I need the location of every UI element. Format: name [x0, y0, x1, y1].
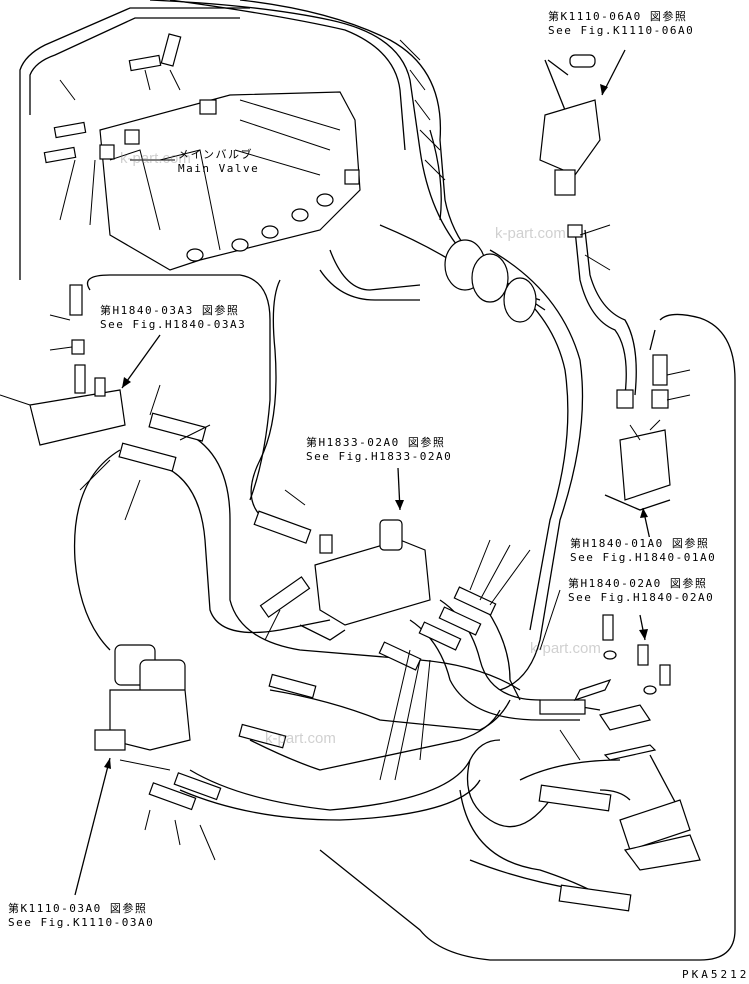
ref-en: See Fig.H1833-02A0: [306, 450, 453, 463]
ref-jp: 第K1110-03A0 図参照: [8, 902, 148, 915]
ref-jp: 第H1840-01A0 図参照: [570, 537, 710, 550]
main-valve-label: メインバルブ Main Valve: [178, 148, 259, 176]
watermark: k-part.com: [530, 640, 601, 657]
drawing-number: PKA5212: [682, 968, 749, 982]
ref-label-h1840-03a3: 第H1840-03A3 図参照 See Fig.H1840-03A3: [100, 304, 247, 332]
watermark: k-part.com: [265, 730, 336, 747]
watermark: k-part.com: [495, 225, 566, 242]
main-valve-en: Main Valve: [178, 162, 260, 175]
bracket-parts: [538, 614, 701, 912]
ref-en: See Fig.H1840-01A0: [570, 551, 717, 564]
right-valve: [604, 354, 691, 511]
ref-en: See Fig.H1840-03A3: [100, 318, 247, 331]
center-valve: [253, 489, 431, 641]
ref-label-k1110-06a0: 第K1110-06A0 図参照 See Fig.K1110-06A0: [548, 10, 695, 38]
hose-routing: [19, 0, 736, 961]
ref-label-h1833-02a0: 第H1833-02A0 図参照 See Fig.H1833-02A0: [306, 436, 453, 464]
ref-en: See Fig.H1840-02A0: [568, 591, 715, 604]
pilot-lever: [539, 54, 611, 271]
ref-label-k1110-03a0: 第K1110-03A0 図参照 See Fig.K1110-03A0: [8, 902, 155, 930]
ref-label-h1840-01a0: 第H1840-01A0 図参照 See Fig.H1840-01A0: [570, 537, 717, 565]
watermark: k-part.com: [120, 150, 191, 167]
ref-en: See Fig.K1110-03A0: [8, 916, 155, 929]
left-valve: [0, 284, 211, 521]
ref-jp: 第K1110-06A0 図参照: [548, 10, 688, 23]
fittings-top-left: [43, 33, 182, 226]
ref-jp: 第H1840-03A3 図参照: [100, 304, 240, 317]
ref-jp: 第H1840-02A0 図参照: [568, 577, 708, 590]
ref-label-h1840-02a0: 第H1840-02A0 図参照 See Fig.H1840-02A0: [568, 577, 715, 605]
ref-jp: 第H1833-02A0 図参照: [306, 436, 446, 449]
reference-arrows: [74, 49, 651, 896]
main-valve-jp: メインバルブ: [178, 148, 253, 161]
pedal-valve: [94, 644, 222, 861]
ref-en: See Fig.K1110-06A0: [548, 24, 695, 37]
hose-bundle: [399, 39, 537, 323]
main-valve: [99, 91, 361, 271]
hose-fittings-middle: [238, 539, 586, 781]
